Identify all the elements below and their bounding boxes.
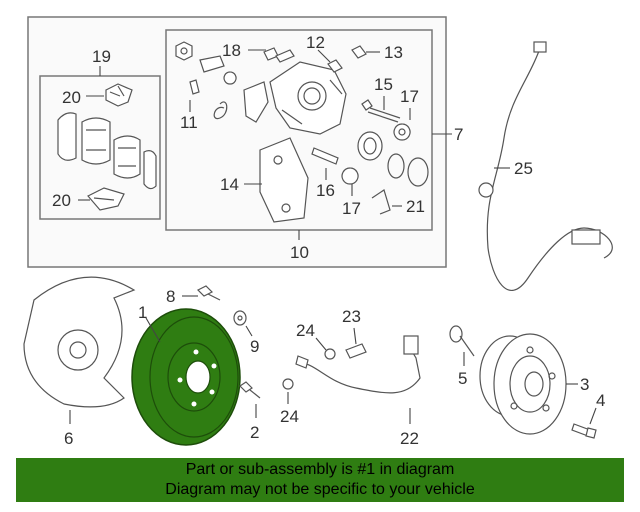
- guide-pin-16: [311, 147, 339, 165]
- bleeder-12: [327, 59, 343, 73]
- label-13: 13: [384, 43, 403, 62]
- screw-8: [196, 285, 221, 301]
- label-5: 5: [458, 369, 467, 388]
- bolt-15: [361, 99, 401, 123]
- label-20-upper: 20: [62, 88, 81, 107]
- label-19: 19: [92, 47, 111, 66]
- label-4: 4: [596, 391, 605, 410]
- label-24-upper: 24: [296, 321, 315, 340]
- brake-hose: [295, 335, 421, 394]
- piston-seals: [357, 131, 429, 187]
- abs-sensor-wire: [478, 41, 613, 291]
- label-25: 25: [514, 159, 533, 178]
- washer-24a: [324, 348, 336, 360]
- caliper-body: [269, 61, 347, 135]
- label-16: 16: [316, 181, 335, 200]
- label-8: 8: [166, 287, 175, 306]
- caliper-small-parts: [175, 41, 295, 123]
- bushing-17a: [393, 123, 411, 141]
- dust-shield: [23, 276, 136, 408]
- bolt-2: [239, 381, 261, 399]
- label-21: 21: [406, 197, 425, 216]
- label-11: 11: [180, 113, 198, 132]
- notice-line-2: Diagram may not be specific to your vehi…: [165, 481, 475, 498]
- washer-24b: [282, 378, 294, 390]
- label-15: 15: [374, 75, 393, 94]
- label-17-upper: 17: [400, 87, 419, 106]
- label-18: 18: [222, 41, 241, 60]
- bolt-23: [345, 343, 367, 359]
- label-1: 1: [138, 303, 147, 322]
- label-6: 6: [64, 429, 73, 448]
- label-20-lower: 20: [52, 191, 71, 210]
- label-2: 2: [250, 423, 259, 442]
- wheel-bolt-5: [449, 325, 475, 357]
- notice-line-1: Part or sub-assembly is #1 in diagram: [185, 461, 455, 478]
- brake-pads: [57, 112, 157, 190]
- brake-rotor: [131, 308, 241, 446]
- label-12: 12: [306, 33, 325, 52]
- label-17-lower: 17: [342, 199, 361, 218]
- caliper-bracket: [259, 137, 309, 223]
- label-23: 23: [342, 307, 361, 326]
- washer-9: [233, 310, 247, 326]
- diagram-notice-banner: Part or sub-assembly is #1 in diagram Di…: [16, 458, 624, 502]
- label-22: 22: [400, 429, 419, 448]
- bolt-4: [571, 423, 597, 439]
- bleeder-13: [351, 45, 367, 59]
- pad-clip-lower: [87, 187, 125, 211]
- spring-21: [371, 189, 391, 215]
- label-24-lower: 24: [280, 407, 299, 426]
- label-9: 9: [250, 337, 259, 356]
- pad-clip-upper: [105, 83, 133, 107]
- label-14: 14: [220, 175, 239, 194]
- bushing-17b: [341, 167, 359, 185]
- wheel-hub: [479, 333, 567, 435]
- label-10: 10: [290, 243, 309, 262]
- parts-diagram: 19 20 20 18 12 13 15 17 11 7 14 16 17 21…: [23, 16, 613, 448]
- label-3: 3: [580, 375, 589, 394]
- label-7: 7: [454, 125, 463, 144]
